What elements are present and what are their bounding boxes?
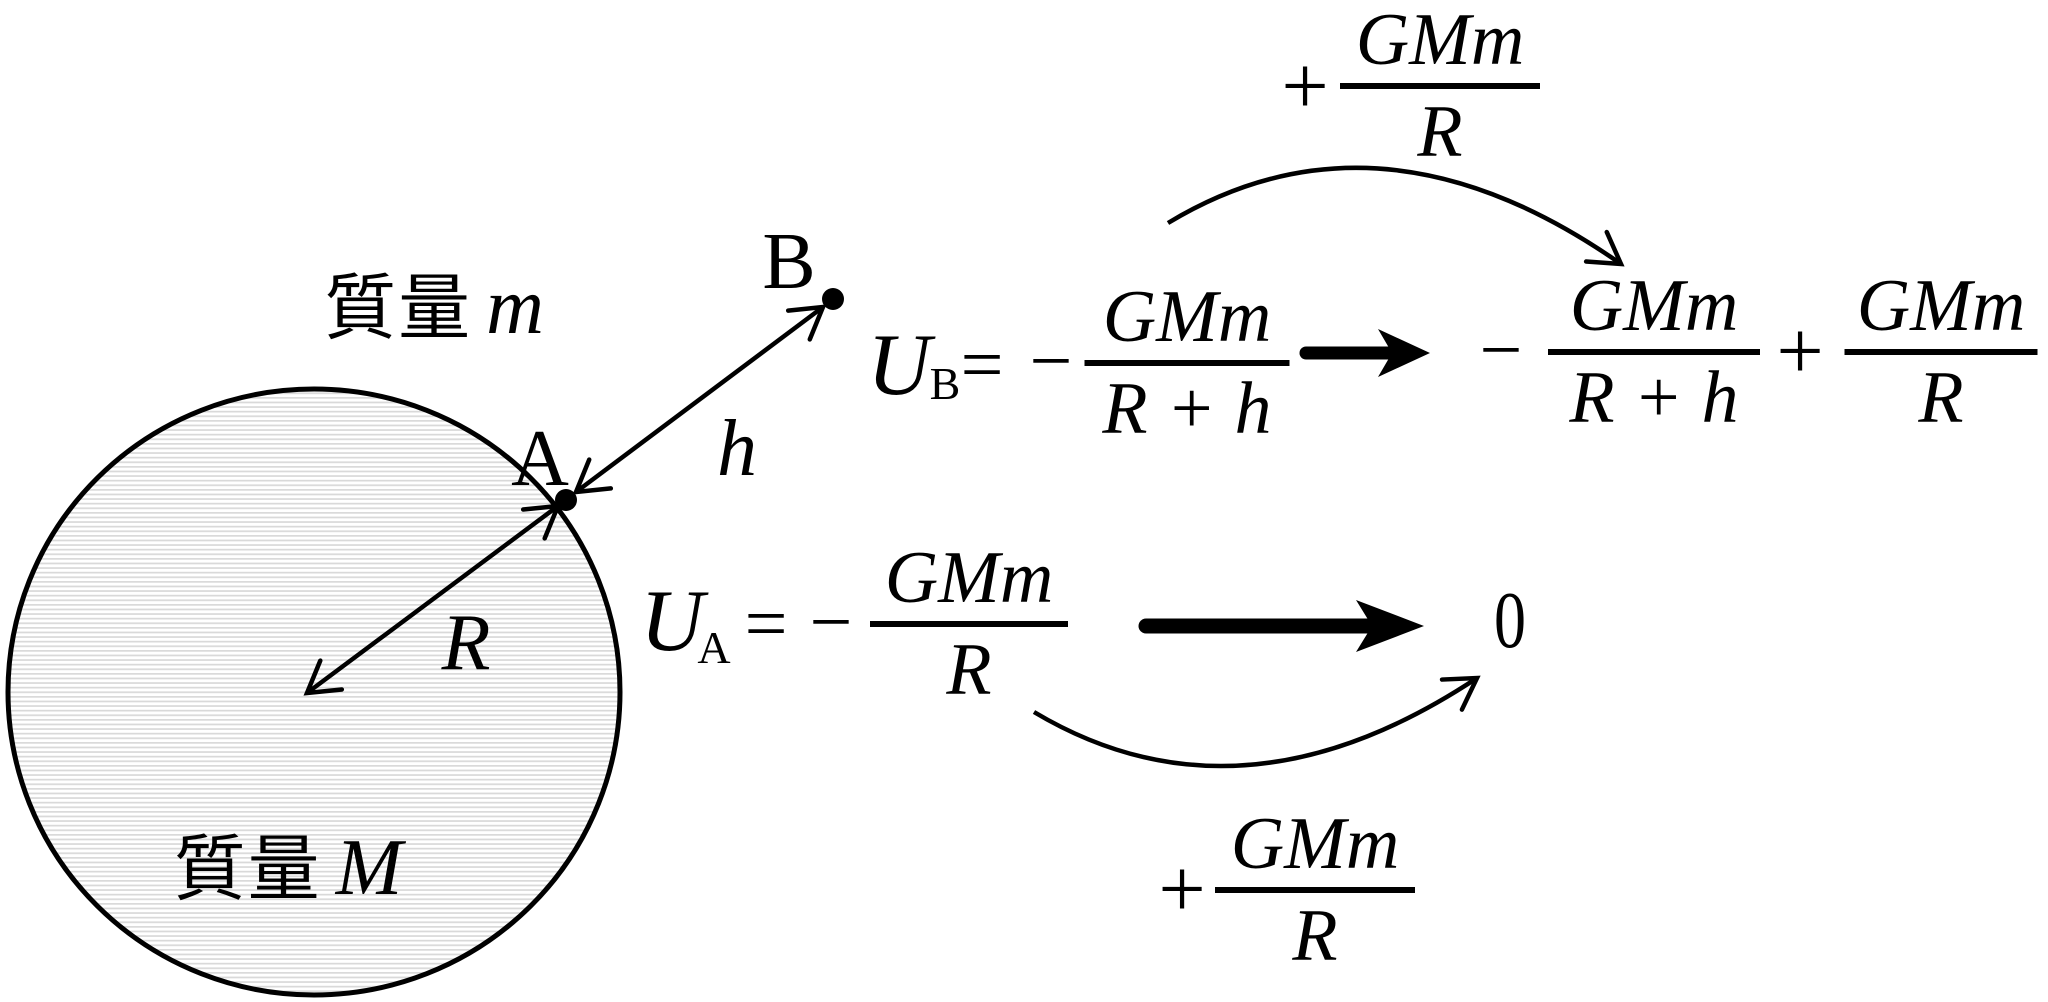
top-annotation-plus: +: [1281, 40, 1329, 133]
ub-result-fraction2-numerator: GMm: [1856, 264, 2026, 347]
top-annotation-fraction: GMm R: [1340, 0, 1540, 175]
ub-result-fraction1-denominator: R + h: [1569, 356, 1739, 439]
ua-fraction-numerator: GMm: [884, 536, 1054, 619]
curved-arrow-bottom: [1032, 675, 1481, 769]
bottom-annotation-bar: [1215, 887, 1415, 893]
height-label: h: [717, 405, 757, 493]
satellite-mass-symbol: m: [486, 263, 544, 351]
ub-result-fraction2-denominator: R: [1918, 356, 1964, 439]
ua-fraction: GMm R: [870, 535, 1068, 713]
ub-equals: =: [960, 323, 1004, 407]
planet-mass-prefix: 質量: [173, 830, 322, 910]
height-arrow: [572, 304, 827, 495]
ub-fraction-numerator: GMm: [1102, 275, 1272, 358]
ub-minus: −: [1029, 319, 1073, 403]
ub-fraction-bar: [1084, 360, 1290, 366]
bottom-annotation-plus: +: [1158, 843, 1206, 936]
ua-minus: −: [809, 580, 853, 664]
radius-arrow: [303, 503, 562, 696]
top-annotation-denominator: R: [1417, 90, 1463, 173]
ua-fraction-denominator: R: [946, 628, 992, 711]
ub-result-fraction1-bar: [1548, 349, 1760, 355]
ub-result-fraction2-bar: [1844, 349, 2038, 355]
point-a-dot: [555, 489, 577, 511]
ub-subscript: B: [929, 358, 961, 409]
ub-result-fraction1: GMm R + h: [1548, 263, 1760, 441]
ub-result-minus: −: [1479, 308, 1523, 392]
planet-mass-symbol: M: [335, 824, 403, 912]
satellite-mass-prefix: 質量: [324, 269, 473, 349]
transform-arrow-b: [1299, 329, 1430, 377]
ua-fraction-bar: [870, 621, 1068, 627]
point-b-dot: [822, 288, 844, 310]
curved-arrow-top: [1166, 165, 1625, 267]
point-a-label: A: [511, 415, 569, 503]
ub-fraction: GMm R + h: [1084, 274, 1290, 452]
top-annotation-bar: [1340, 83, 1540, 89]
bottom-annotation-denominator: R: [1292, 894, 1338, 977]
bottom-annotation-numerator: GMm: [1230, 802, 1400, 885]
ub-result-fraction2: GMm R: [1844, 263, 2038, 441]
point-b-label: B: [762, 218, 816, 306]
ua-subscript: A: [697, 622, 731, 673]
transform-arrow-a: [1138, 600, 1424, 652]
top-annotation-numerator: GMm: [1355, 0, 1525, 81]
bottom-annotation-fraction: GMm R: [1215, 801, 1415, 979]
ub-symbol: U: [867, 317, 931, 414]
ua-equals: =: [744, 582, 788, 666]
radius-label: R: [441, 599, 491, 687]
ub-result-plus: +: [1776, 305, 1824, 398]
ub-result-fraction1-numerator: GMm: [1569, 264, 1739, 347]
ub-fraction-denominator: R + h: [1102, 367, 1272, 450]
ua-result-zero: 0: [1494, 577, 1526, 665]
ua-symbol: U: [640, 573, 704, 670]
